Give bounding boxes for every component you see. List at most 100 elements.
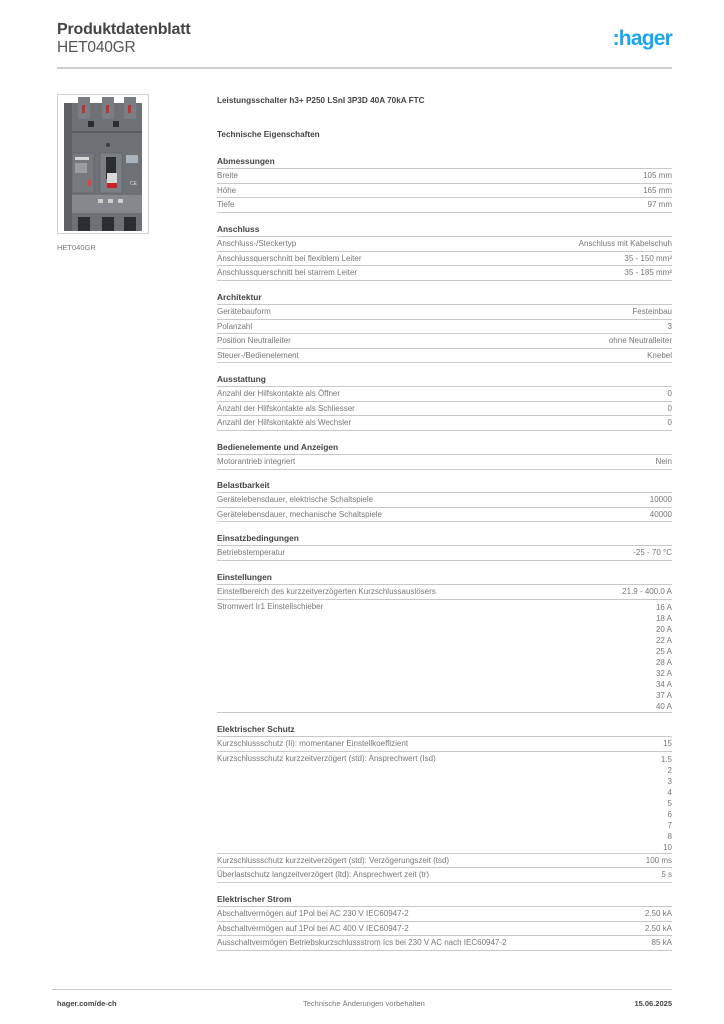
row-value: 85 kA (651, 938, 672, 947)
section-elektrischer-strom: Elektrischer Strom Abschaltvermögen auf … (217, 894, 672, 951)
row-value: 25 A (655, 646, 672, 656)
section-title: Belastbarkeit (217, 480, 672, 493)
row-label: Anzahl der Hilfskontakte als Schliesser (217, 403, 355, 413)
row-label: Anzahl der Hilfskontakte als Öffner (217, 389, 341, 398)
row-label: Betriebstemperatur (217, 548, 286, 557)
row-values: 1.5 2 3 4 5 6 7 8 10 (661, 754, 672, 853)
row-label: Steuer-/Bedienelement (217, 350, 299, 360)
row-value: Knebel (647, 350, 672, 360)
table-row: Anschlussquerschnitt bei starrem Leiter 3… (217, 266, 672, 281)
section-einsatzbedingungen: Einsatzbedingungen Betriebstemperatur -25… (217, 533, 672, 561)
row-value: 32 A (655, 668, 672, 678)
row-label: Gerätelebensdauer, mechanische Schaltspi… (217, 509, 382, 519)
circuit-breaker-icon: CE (64, 97, 142, 231)
section-title: Bedienelemente und Anzeigen (217, 442, 672, 455)
row-value: Anschluss mit Kabelschuh (578, 239, 672, 248)
row-value: 34 A (655, 679, 672, 689)
document-title: Produktdatenblatt (57, 21, 191, 38)
svg-text:CE: CE (130, 181, 138, 187)
section-bedienelemente: Bedienelemente und Anzeigen Motorantrieb… (217, 442, 672, 470)
row-value: 10 (663, 842, 672, 852)
row-value: 1.5 (660, 754, 672, 764)
product-image: CE (57, 94, 149, 234)
row-value: 37 A (655, 690, 672, 700)
row-value: 0 (667, 418, 672, 427)
row-label: Abschaltvermögen auf 1Pol bei AC 400 V I… (217, 923, 409, 933)
row-value: 21.9 - 400.0 A (622, 587, 672, 596)
row-label: Gerätebauform (217, 307, 271, 316)
row-value: 10000 (649, 495, 672, 504)
table-row: Überlastschutz langzeitverzögert (ltd): … (217, 868, 672, 883)
row-label: Stromwert Ir1 Einstellschieber (217, 601, 324, 611)
section-einstellungen: Einstellungen Einstellbereich des kurzze… (217, 572, 672, 713)
row-value: 5 s (661, 870, 672, 879)
row-label: Position Neutralleiter (217, 336, 291, 345)
image-caption: HET040GR (57, 243, 96, 252)
row-label: Anschlussquerschnitt bei flexiblem Leite… (217, 253, 362, 263)
row-value: Nein (655, 457, 672, 466)
row-value: 35 - 150 mm² (624, 253, 672, 263)
product-code: HET040GR (57, 39, 136, 56)
row-value: 7 (667, 820, 672, 830)
table-row: Gerätelebensdauer, elektrische Schaltspi… (217, 493, 672, 508)
footer-date: 15.06.2025 (634, 999, 672, 1008)
row-label: Anschlussquerschnitt bei starrem Leiter (217, 268, 358, 277)
row-value: 40000 (649, 509, 672, 519)
table-row: Abschaltvermögen auf 1Pol bei AC 230 V I… (217, 907, 672, 922)
section-title: Elektrischer Schutz (217, 724, 672, 737)
table-row: Polanzahl 3 (217, 320, 672, 334)
row-value: 40 A (655, 701, 672, 711)
row-value: 6 (667, 809, 672, 819)
row-value: 20 A (655, 624, 672, 634)
table-row: Anzahl der Hilfskontakte als Wechsler 0 (217, 416, 672, 431)
row-label: Polanzahl (217, 321, 253, 331)
footer-divider (52, 989, 672, 990)
row-label: Kurzschlussschutz kurzzeitverzögert (std… (217, 753, 436, 763)
row-value: ohne Neutralleiter (608, 336, 672, 345)
section-title: Abmessungen (217, 156, 672, 169)
section-title: Ausstattung (217, 374, 672, 387)
hager-logo: :hager (612, 27, 673, 50)
row-label: Breite (217, 171, 238, 180)
row-value: 2 (667, 765, 672, 775)
row-label: Anzahl der Hilfskontakte als Wechsler (217, 418, 352, 427)
row-value: 2.50 kA (644, 923, 672, 933)
table-row: Position Neutralleiter ohne Neutralleiter (217, 334, 672, 349)
row-label: Überlastschutz langzeitverzögert (ltd): … (217, 870, 430, 879)
table-row: Kurzschlussschutz kurzzeitverzögert (std… (217, 854, 672, 868)
footer-website-link[interactable]: hager.com/de-ch (57, 999, 117, 1008)
row-label: Gerätelebensdauer, elektrische Schaltspi… (217, 495, 374, 504)
table-row: Anschlussquerschnitt bei flexiblem Leite… (217, 252, 672, 266)
row-value: 16 A (655, 602, 672, 612)
row-value: 0 (667, 389, 672, 398)
section-title: Elektrischer Strom (217, 894, 672, 907)
row-value: 22 A (655, 635, 672, 645)
row-label: Kurzschlussschutz (Ii): momentaner Einst… (217, 739, 409, 748)
row-label: Tiefe (217, 200, 235, 209)
table-row: Tiefe 97 mm (217, 198, 672, 213)
section-title: Einsatzbedingungen (217, 533, 672, 546)
row-values: 16 A 18 A 20 A 22 A 25 A 28 A 32 A 34 A … (656, 602, 672, 712)
row-value: 28 A (655, 657, 672, 667)
row-label: Höhe (217, 185, 237, 195)
section-title: Architektur (217, 292, 672, 305)
table-row: Anschluss-/Steckertyp Anschluss mit Kabel… (217, 237, 672, 252)
row-value: 8 (667, 831, 672, 841)
table-row: Anzahl der Hilfskontakte als Öffner 0 (217, 387, 672, 402)
row-value: 3 (667, 321, 672, 331)
table-row: Betriebstemperatur -25 - 70 °C (217, 546, 672, 561)
section-belastbarkeit: Belastbarkeit Gerätelebensdauer, elektri… (217, 480, 672, 522)
row-value: 97 mm (647, 200, 672, 209)
row-label: Anschluss-/Steckertyp (217, 239, 297, 248)
row-value: -25 - 70 °C (633, 548, 672, 557)
table-row: Abschaltvermögen auf 1Pol bei AC 400 V I… (217, 922, 672, 936)
table-row: Gerätelebensdauer, mechanische Schaltspi… (217, 508, 672, 522)
row-value: 35 - 185 mm² (624, 268, 672, 277)
table-row: Stromwert Ir1 Einstellschieber 16 A 18 A… (217, 600, 672, 713)
